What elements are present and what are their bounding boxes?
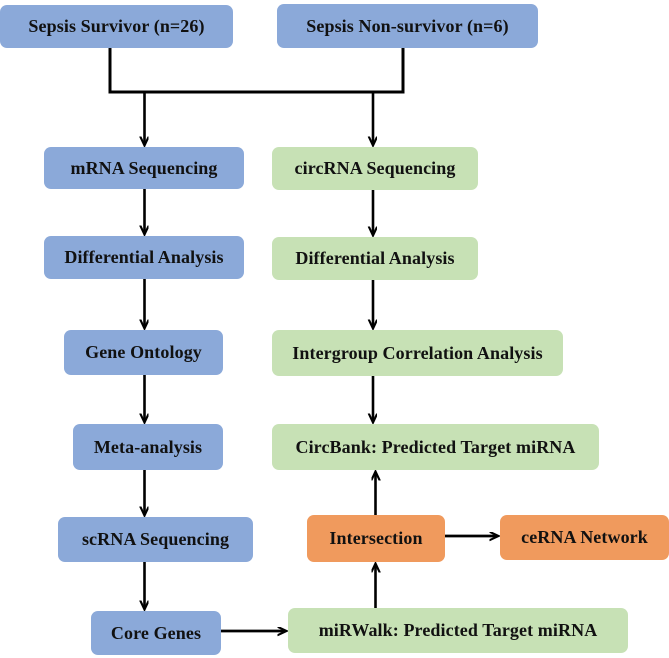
node-circbank-target-mirna[interactable]: CircBank: Predicted Target miRNA [272, 424, 599, 470]
edge-survivor-to-junction [108, 48, 405, 94]
node-mrna-sequencing[interactable]: mRNA Sequencing [44, 147, 244, 189]
node-intersection[interactable]: Intersection [307, 515, 445, 562]
node-differential-analysis-mrna[interactable]: Differential Analysis [44, 236, 244, 279]
node-mirwalk-target-mirna[interactable]: miRWalk: Predicted Target miRNA [288, 608, 628, 653]
node-core-genes[interactable]: Core Genes [91, 611, 221, 655]
node-sepsis-survivor[interactable]: Sepsis Survivor (n=26) [0, 5, 233, 48]
node-meta-analysis[interactable]: Meta-analysis [73, 424, 223, 470]
node-intergroup-correlation[interactable]: Intergroup Correlation Analysis [272, 330, 563, 376]
node-cerna-network[interactable]: ceRNA Network [500, 515, 669, 560]
node-circrna-sequencing[interactable]: circRNA Sequencing [272, 147, 478, 190]
node-sepsis-non-survivor[interactable]: Sepsis Non-survivor (n=6) [277, 4, 538, 48]
node-scrna-sequencing[interactable]: scRNA Sequencing [58, 517, 253, 562]
node-gene-ontology[interactable]: Gene Ontology [64, 330, 223, 375]
node-differential-analysis-circrna[interactable]: Differential Analysis [272, 237, 478, 280]
